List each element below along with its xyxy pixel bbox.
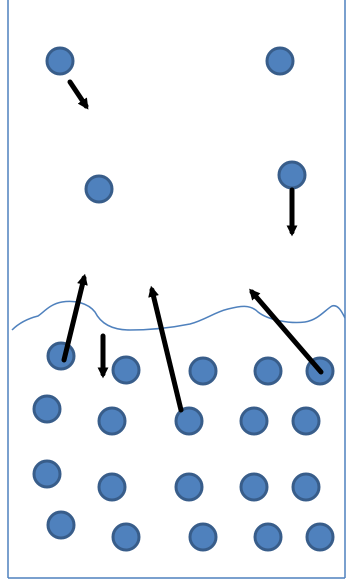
container bbox=[7, 0, 346, 579]
vapor-molecule bbox=[265, 46, 295, 76]
liquid-molecule bbox=[174, 472, 204, 502]
vapor-molecules bbox=[45, 46, 307, 204]
liquid-molecule bbox=[188, 522, 218, 552]
vapor-molecule bbox=[45, 46, 75, 76]
liquid-molecule bbox=[97, 472, 127, 502]
liquid-molecule bbox=[253, 522, 283, 552]
liquid-molecule bbox=[97, 406, 127, 436]
vapor-molecule bbox=[84, 174, 114, 204]
liquid-molecule bbox=[111, 522, 141, 552]
condensing-arrow bbox=[67, 79, 89, 110]
liquid-molecule bbox=[46, 510, 76, 540]
evaporating-arrow bbox=[61, 273, 88, 363]
evaporating-arrow bbox=[249, 288, 324, 375]
evaporating-arrow bbox=[148, 285, 184, 413]
motion-arrows bbox=[61, 79, 324, 413]
vapor-molecule bbox=[277, 160, 307, 190]
liquid-molecule bbox=[253, 356, 283, 386]
liquid-molecule bbox=[239, 472, 269, 502]
liquid-molecule bbox=[32, 394, 62, 424]
liquid-molecule bbox=[291, 406, 321, 436]
liquid-molecules bbox=[32, 341, 335, 552]
liquid-molecule bbox=[32, 459, 62, 489]
liquid-molecule bbox=[174, 406, 204, 436]
liquid-molecule bbox=[291, 472, 321, 502]
liquid-molecule bbox=[46, 341, 76, 371]
liquid-molecule bbox=[188, 356, 218, 386]
liquid-surface bbox=[11, 300, 346, 331]
liquid-molecule bbox=[111, 355, 141, 385]
liquid-molecule bbox=[239, 406, 269, 436]
liquid-molecule bbox=[305, 522, 335, 552]
